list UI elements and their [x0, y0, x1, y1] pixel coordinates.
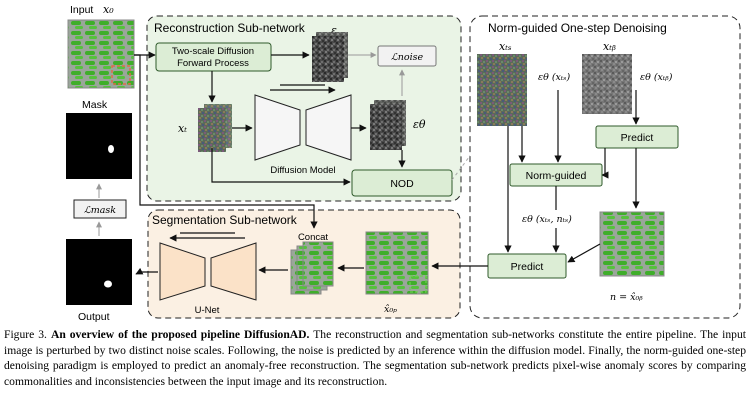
- eps-theta-label: εθ: [413, 118, 426, 131]
- predict-top-label: Predict: [621, 132, 654, 144]
- forward-process-line1: Two-scale Diffusion: [172, 46, 254, 57]
- input-image: [67, 19, 135, 89]
- mask-blob: [108, 145, 114, 153]
- x0b-image: [599, 211, 665, 277]
- xt-image-front: [204, 104, 232, 148]
- output-image: [66, 239, 132, 305]
- n-equals-label: n = x̂₀ᵦ: [610, 292, 643, 303]
- xtb-label: xₜᵦ: [603, 40, 616, 53]
- nod-box: [351, 169, 453, 197]
- concat-image-3: [302, 241, 334, 287]
- xtb-image: [582, 54, 632, 114]
- output-label: Output: [78, 311, 110, 323]
- predict-box-top: [595, 125, 679, 149]
- noise-epsilon-front: [316, 32, 348, 78]
- unet-decoder: [159, 242, 206, 301]
- anomaly-marker: [111, 65, 131, 85]
- mask-label: Mask: [82, 99, 108, 111]
- forward-process-line2: Forward Process: [177, 58, 249, 69]
- reconstructed-region: [409, 275, 427, 293]
- xts-label: xₜₛ: [499, 40, 512, 53]
- unet-label: U-Net: [195, 305, 220, 316]
- figure-caption: Figure 3. An overview of the proposed pi…: [4, 327, 746, 389]
- caption-fig-label: Figure 3.: [4, 328, 47, 341]
- mask-loss-label: ℒmask: [84, 205, 116, 216]
- xt-label: xₜ: [178, 122, 187, 135]
- forward-process-box: [155, 42, 272, 72]
- x0-hat-p-label: x̂₀ₚ: [384, 304, 397, 315]
- diffusion-model-label: Diffusion Model: [270, 165, 335, 176]
- input-label: Input: [70, 4, 93, 16]
- noise-eps-theta-front: [374, 100, 406, 146]
- input-var: x₀: [103, 3, 114, 16]
- norm-guided-label: Norm-guided: [526, 170, 587, 182]
- noise-loss-label: ℒnoise: [391, 52, 424, 63]
- eps-ts-label: εθ (xₜₛ): [538, 72, 570, 83]
- diffusion-decoder: [305, 94, 352, 161]
- mask-image: [66, 113, 132, 179]
- xts-image: [477, 54, 527, 126]
- predict-bottom-label: Predict: [511, 261, 544, 273]
- caption-text: The reconstruction and segmentation sub-…: [4, 328, 746, 388]
- pipeline-diagram: Input x₀ Mask ℒmask Output Reconstructio…: [66, 3, 741, 323]
- segmentation-title: Segmentation Sub-network: [152, 213, 298, 227]
- eps-ts-nts-label: εθ (xₜₛ, nₜₛ): [522, 214, 572, 225]
- reconstruction-title: Reconstruction Sub-network: [154, 21, 306, 35]
- unet-encoder: [210, 242, 257, 301]
- diffusion-encoder: [254, 94, 301, 161]
- nod-label: NOD: [390, 178, 414, 190]
- output-blob: [104, 280, 112, 288]
- noise-loss-box: [377, 45, 437, 67]
- eps-tb-label: εθ (xₜᵦ): [640, 72, 673, 83]
- epsilon-label: ε: [331, 24, 337, 37]
- caption-title: An overview of the proposed pipeline Dif…: [50, 328, 310, 341]
- norm-guided-title: Norm-guided One-step Denoising: [488, 21, 667, 35]
- mask-loss-box: [73, 199, 127, 219]
- concat-label: Concat: [298, 232, 328, 243]
- reconstruction-image: [365, 231, 429, 295]
